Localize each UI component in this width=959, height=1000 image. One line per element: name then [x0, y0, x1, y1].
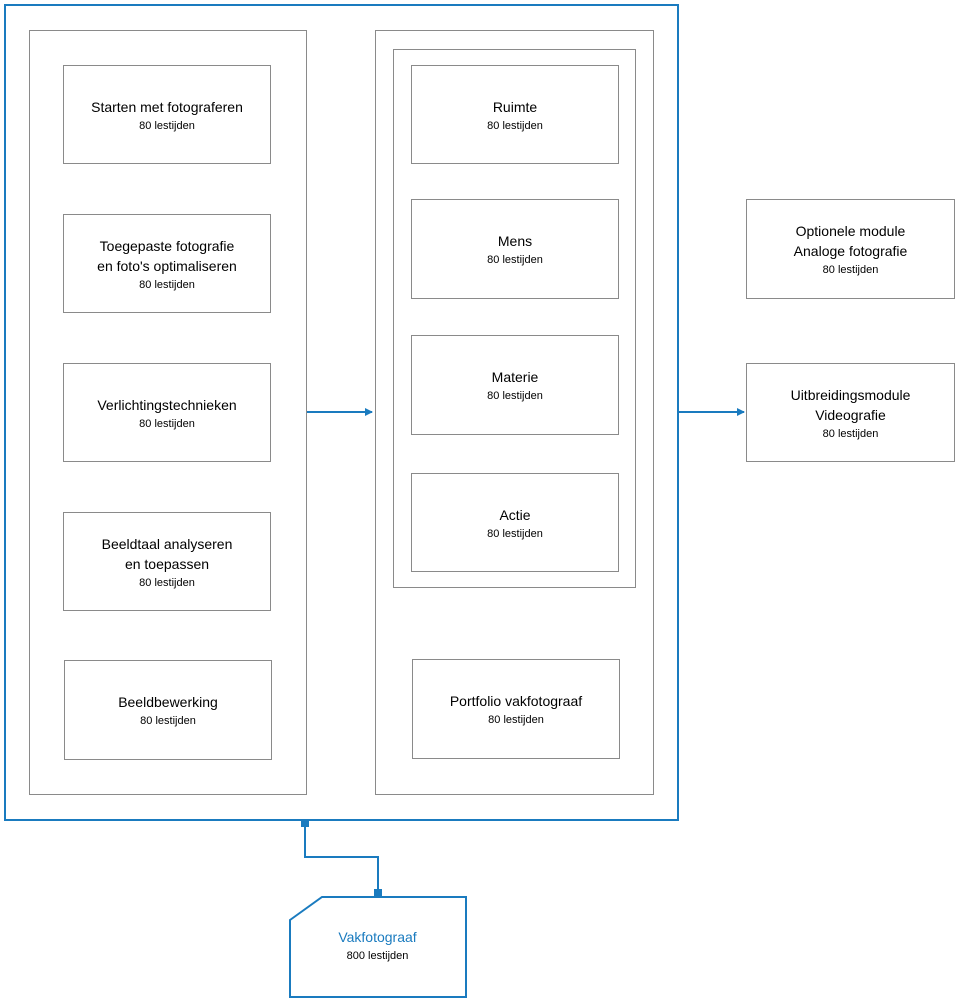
module-verlichtingstechnieken: Verlichtingstechnieken 80 lestijden: [63, 363, 271, 462]
vakfotograaf-hours: 800 lestijden: [346, 950, 409, 962]
module-hours: 80 lestijden: [139, 278, 195, 291]
module-hours: 80 lestijden: [487, 390, 543, 402]
module-hours: 80 lestijden: [487, 527, 543, 540]
vakfotograaf-title: Vakfotograaf: [338, 929, 417, 945]
module-beeldbewerking: Beeldbewerking 80 lestijden: [64, 660, 272, 760]
connector-end-marker: [374, 889, 382, 897]
module-ruimte: Ruimte 80 lestijden: [411, 65, 619, 164]
program-frame: [4, 4, 679, 821]
module-title: Ruimte: [492, 98, 538, 115]
module-hours: 80 lestijden: [487, 119, 543, 132]
module-materie: Materie 80 lestijden: [411, 335, 619, 435]
module-title: Starten met fotograferen: [91, 98, 243, 115]
module-portfolio-vakfotograaf: Portfolio vakfotograaf 80 lestijden: [412, 659, 620, 759]
module-hours: 80 lestijden: [139, 119, 195, 132]
module-title: Beeldbewerking: [118, 694, 218, 710]
module-title: Materie: [491, 369, 539, 385]
module-title: Verlichtingstechnieken: [97, 396, 237, 413]
module-title: Optionele module Analoge fotografie: [793, 223, 908, 259]
module-hours: 80 lestijden: [487, 254, 543, 266]
module-title: Mens: [497, 233, 533, 249]
connector-outer-to-vakfotograaf: [304, 822, 379, 893]
module-title: Uitbreidingsmodule Videografie: [790, 386, 911, 423]
module-starten-met-fotograferen: Starten met fotograferen 80 lestijden: [63, 65, 271, 164]
connector-start-marker: [301, 819, 309, 827]
module-actie: Actie 80 lestijden: [411, 473, 619, 572]
module-title: Portfolio vakfotograaf: [449, 693, 583, 709]
module-optionele-analoge-fotografie: Optionele module Analoge fotografie 80 l…: [746, 199, 955, 299]
module-hours: 80 lestijden: [488, 714, 544, 726]
module-hours: 80 lestijden: [139, 417, 195, 430]
module-hours: 80 lestijden: [822, 264, 879, 276]
module-uitbreiding-videografie: Uitbreidingsmodule Videografie 80 lestij…: [746, 363, 955, 462]
module-beeldtaal: Beeldtaal analyseren en toepassen 80 les…: [63, 512, 271, 611]
module-toegepaste-fotografie: Toegepaste fotografie en foto's optimali…: [63, 214, 271, 313]
module-hours: 80 lestijden: [822, 427, 879, 440]
module-title: Actie: [499, 506, 531, 523]
vakfotograaf-card: Vakfotograaf 800 lestijden: [290, 927, 465, 963]
module-hours: 80 lestijden: [139, 576, 195, 589]
vakfotograaf-card-shape: [289, 896, 467, 998]
module-hours: 80 lestijden: [140, 715, 196, 727]
module-mens: Mens 80 lestijden: [411, 199, 619, 299]
module-title: Beeldtaal analyseren en toepassen: [101, 535, 233, 572]
module-title: Toegepaste fotografie en foto's optimali…: [97, 237, 237, 274]
